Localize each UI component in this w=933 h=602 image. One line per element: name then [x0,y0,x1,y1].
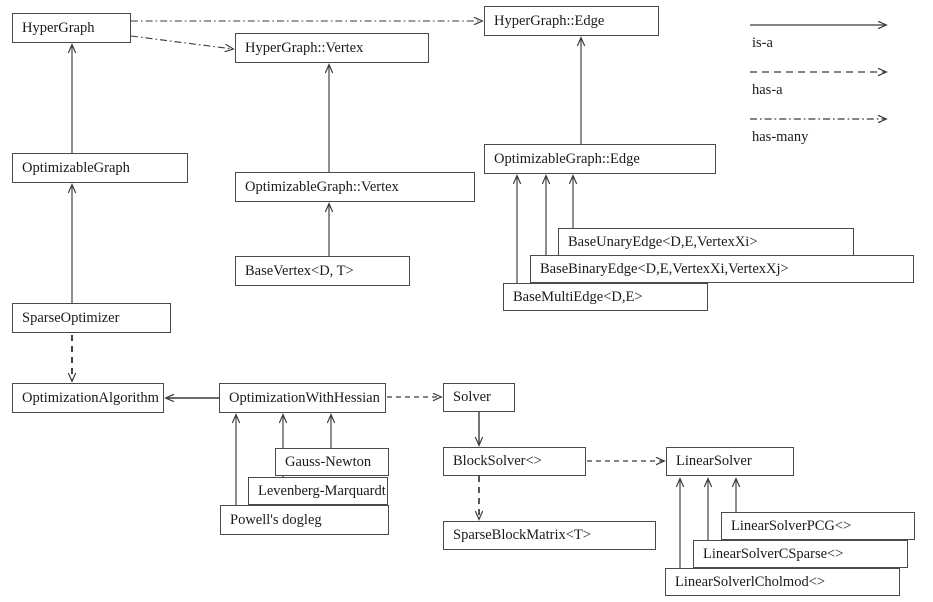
class-box-linear-solver-csparse[interactable]: LinearSolverCSparse<> [693,540,908,568]
class-box-optimization-algorithm[interactable]: OptimizationAlgorithm [12,383,164,413]
class-box-linear-solver[interactable]: LinearSolver [666,447,794,476]
class-box-base-binary-edge[interactable]: BaseBinaryEdge<D,E,VertexXi,VertexXj> [530,255,914,283]
class-box-linear-solver-pcg[interactable]: LinearSolverPCG<> [721,512,915,540]
class-box-linear-solver-cholmod[interactable]: LinearSolverlCholmod<> [665,568,900,596]
edge-hypergraph-hasmany-hypergraphvertex [130,35,233,49]
class-box-gauss-newton[interactable]: Gauss-Newton [275,448,389,476]
legend-label-has-a: has-a [752,82,783,98]
class-box-solver[interactable]: Solver [443,383,515,412]
class-box-hypergraph-edge[interactable]: HyperGraph::Edge [484,6,659,36]
class-box-powells-dogleg[interactable]: Powell's dogleg [220,505,389,535]
class-box-optimizable-vertex[interactable]: OptimizableGraph::Vertex [235,172,475,202]
class-box-base-multi-edge[interactable]: BaseMultiEdge<D,E> [503,283,708,311]
class-box-sparse-optimizer[interactable]: SparseOptimizer [12,303,171,333]
class-box-hypergraph-vertex[interactable]: HyperGraph::Vertex [235,33,429,63]
legend-label-is-a: is-a [752,35,773,51]
class-box-block-solver[interactable]: BlockSolver<> [443,447,586,476]
class-box-optimization-with-hessian[interactable]: OptimizationWithHessian [219,383,386,413]
class-box-base-unary-edge[interactable]: BaseUnaryEdge<D,E,VertexXi> [558,228,854,256]
class-box-hypergraph[interactable]: HyperGraph [12,13,131,43]
class-box-base-vertex[interactable]: BaseVertex<D, T> [235,256,410,286]
class-box-levenberg-marquardt[interactable]: Levenberg-Marquardt [248,477,388,505]
class-box-optimizable-edge[interactable]: OptimizableGraph::Edge [484,144,716,174]
class-box-optimizable-graph[interactable]: OptimizableGraph [12,153,188,183]
legend-label-has-many: has-many [752,129,809,145]
class-box-sparse-block-matrix[interactable]: SparseBlockMatrix<T> [443,521,656,550]
